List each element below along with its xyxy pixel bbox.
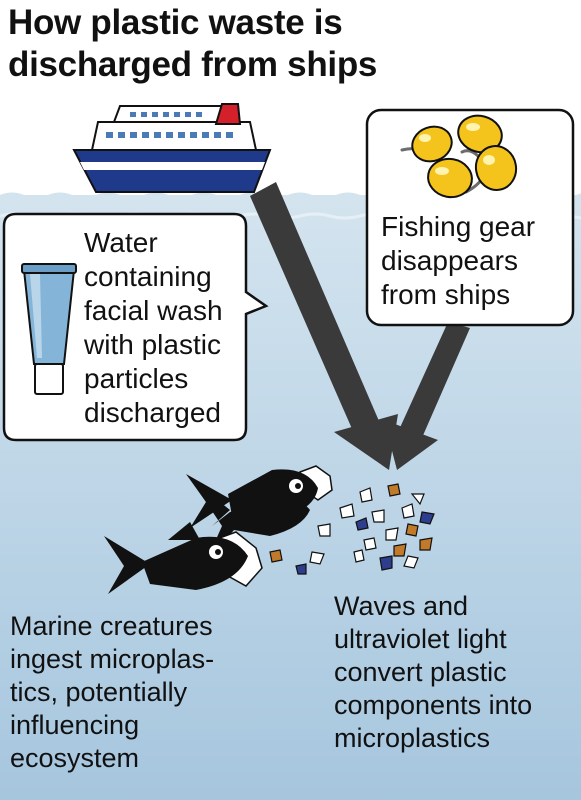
microplastic-fragment-icon — [269, 483, 435, 575]
fishing-gear-callout-text: Fishing gear disappears from ships — [381, 210, 535, 312]
caption-line: microplastics — [334, 723, 491, 753]
title-line: discharged from ships — [8, 45, 378, 84]
callout-line: Water — [84, 227, 158, 258]
caption-line: influencing — [10, 710, 140, 740]
callout-line: discharged — [84, 397, 221, 428]
facial-wash-callout-text: Water containing facial wash with plasti… — [84, 226, 223, 430]
caption-line: ingest microplas- — [10, 644, 215, 674]
callout-line: Fishing gear — [381, 211, 536, 242]
fish-icon — [186, 465, 333, 544]
caption-line: ultraviolet light — [334, 624, 507, 654]
caption-line: convert plastic — [334, 657, 507, 687]
caption-line: Marine creatures — [10, 611, 213, 641]
ship-icon — [72, 103, 272, 193]
callout-line: containing — [84, 261, 212, 292]
title-line: How plastic waste is — [8, 3, 343, 42]
callout-box-fishing-gear — [365, 108, 575, 327]
tube-icon — [21, 263, 77, 395]
callout-line: with plastic — [84, 329, 221, 360]
caption-line: components into — [334, 690, 533, 720]
caption-line: tics, potentially — [10, 677, 188, 707]
arrow-gear-to-fragments — [384, 322, 470, 470]
marine-creatures-caption: Marine creatures ingest microplas- tics,… — [10, 610, 214, 775]
callout-line: particles — [84, 363, 189, 394]
waves-uv-caption: Waves and ultraviolet light convert plas… — [334, 590, 532, 755]
page-title: How plastic waste is discharged from shi… — [8, 2, 377, 86]
callout-line: from ships — [381, 279, 511, 310]
buoy-icon — [400, 114, 518, 199]
callout-line: disappears — [381, 245, 518, 276]
caption-line: ecosystem — [10, 743, 140, 773]
callout-line: facial wash — [84, 295, 223, 326]
arrow-ship-to-fragments — [250, 182, 398, 470]
fish-icon — [104, 522, 263, 594]
caption-line: Waves and — [334, 591, 469, 621]
